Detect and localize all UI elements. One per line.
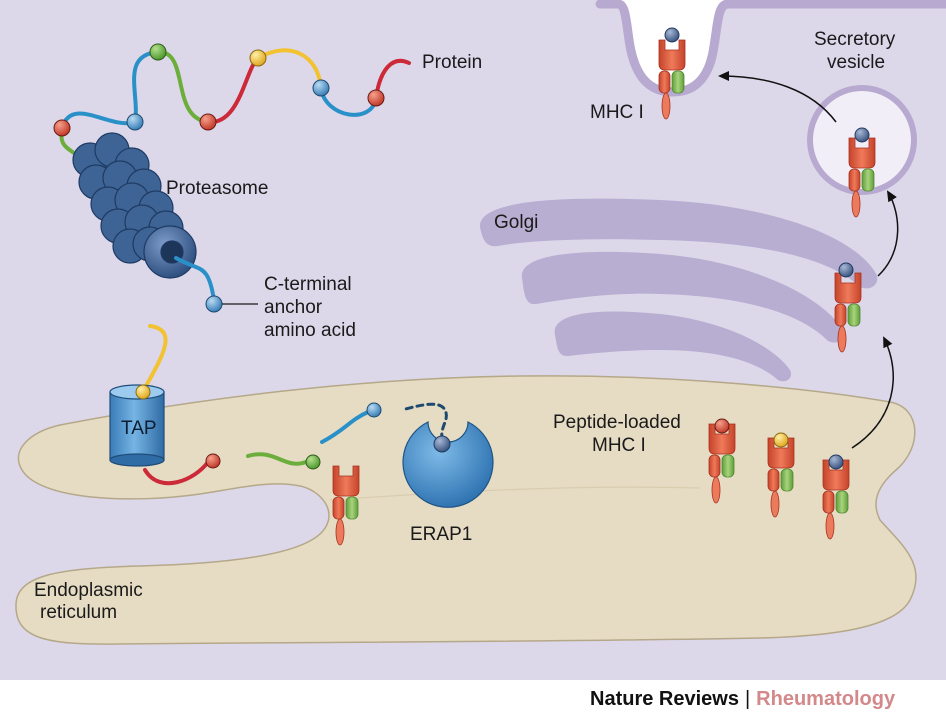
er-lumen-groove: [329, 486, 701, 501]
label-tap: TAP: [121, 418, 157, 439]
protein-residue-red: [53, 119, 71, 137]
plasma-membrane: [595, 0, 946, 97]
proteasome: [72, 132, 197, 279]
journal-separator: |: [744, 688, 751, 710]
mhc-surface-peptide: [664, 27, 680, 43]
protein-residue-blue: [126, 113, 144, 131]
arrow-golgi-to-vesicle: [877, 190, 899, 277]
label-c-terminal-2: anchor: [264, 297, 323, 318]
label-golgi: Golgi: [494, 212, 538, 233]
endoplasmic-reticulum: [15, 375, 917, 645]
protein-residue-green: [149, 43, 167, 61]
label-protein: Protein: [422, 52, 482, 73]
label-secretory-1: Secretory: [814, 29, 896, 50]
peptide-exit-chain: [174, 256, 216, 302]
journal-name: Nature Reviews: [590, 688, 739, 710]
label-er-1: Endoplasmic: [34, 580, 143, 601]
er-peptide-green: [246, 452, 308, 466]
erap1-trimmed-peptide: [400, 402, 448, 442]
golgi: [479, 198, 878, 382]
label-c-terminal-3: amino acid: [264, 320, 356, 341]
arrow-er-to-golgi: [851, 336, 895, 449]
mhc-golgi-peptide: [838, 262, 854, 278]
label-er-2: reticulum: [40, 602, 117, 623]
arrow-vesicle-to-surface: [718, 71, 837, 123]
label-c-terminal-1: C-terminal: [264, 274, 352, 295]
er-peptide-red: [143, 460, 210, 486]
tap-peptide-residue: [135, 384, 151, 400]
label-erap1: ERAP1: [410, 524, 472, 545]
label-proteasome: Proteasome: [166, 178, 268, 199]
c-terminal-residue: [205, 295, 223, 313]
label-peptide-loaded-2: MHC I: [592, 435, 646, 456]
protein-residue-blue: [312, 79, 330, 97]
label-secretory-2: vesicle: [827, 52, 885, 73]
er-peptide-blue: [320, 410, 370, 444]
er-peptide-red-residue: [205, 453, 221, 469]
protein-residue-red: [367, 89, 385, 107]
erap1-enzyme: [402, 421, 494, 508]
label-peptide-loaded-1: Peptide-loaded: [553, 412, 681, 433]
tap-peptide-chain: [143, 324, 168, 390]
erap1-peptide-residue: [433, 435, 451, 453]
mhc-loaded-2-peptide: [773, 432, 789, 448]
protein-residue-red: [199, 113, 217, 131]
er-peptide-green-residue: [305, 454, 321, 470]
journal-credit: Nature Reviews|Rheumatology: [590, 688, 895, 711]
label-mhc-surface: MHC I: [590, 102, 644, 123]
mhc-vesicle-peptide: [854, 127, 870, 143]
mhc-loaded-1-peptide: [714, 418, 730, 434]
er-peptide-blue-residue: [366, 402, 382, 418]
mhc-loaded-3-peptide: [828, 454, 844, 470]
protein-residue-yellow: [249, 49, 267, 67]
journal-subject: Rheumatology: [756, 688, 896, 710]
